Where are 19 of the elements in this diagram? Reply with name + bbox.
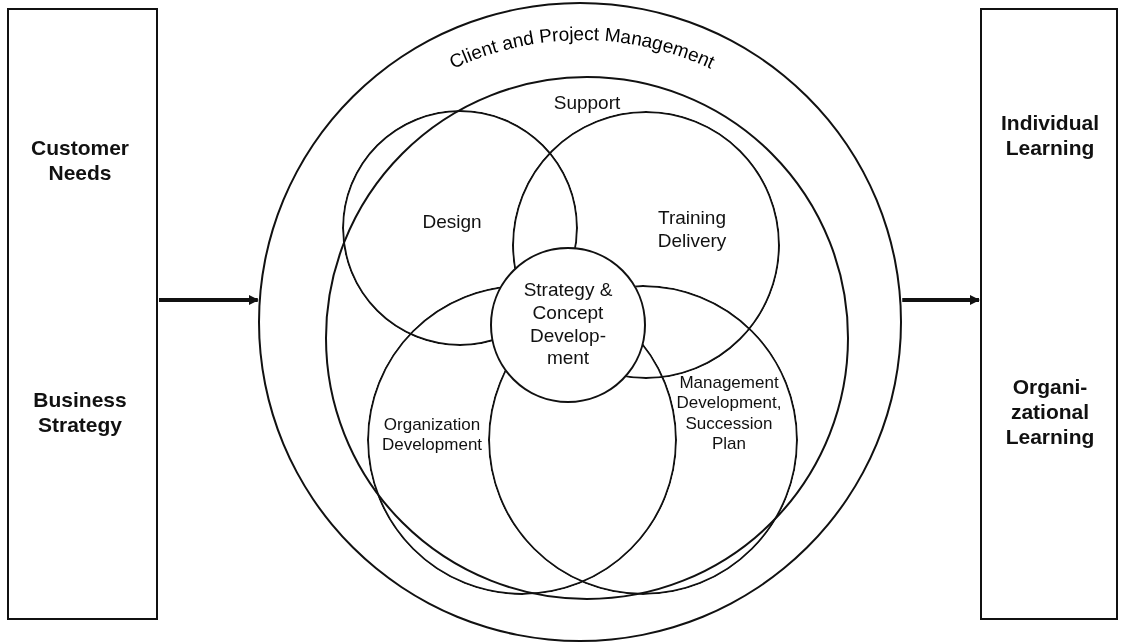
- arrow: [902, 295, 980, 305]
- inner-circle: [325, 76, 849, 600]
- circle-label: Organization Development: [380, 414, 484, 456]
- venn-circle: [488, 285, 798, 595]
- venn-circle: [367, 285, 677, 595]
- input-panel: [7, 8, 158, 620]
- circle-label: Management Development, Succession Plan: [675, 373, 783, 455]
- output-panel: [980, 8, 1118, 620]
- circle-label: Design: [421, 210, 483, 234]
- panel-label: Business Strategy: [32, 386, 128, 438]
- outer-circle: [258, 2, 902, 642]
- circle-label: Training Delivery: [656, 207, 728, 253]
- panel-label: Organi- zational Learning: [1005, 374, 1095, 450]
- panel-label: Individual Learning: [1000, 109, 1100, 161]
- circle-label: Support: [552, 91, 622, 115]
- circle-label: Strategy & Concept Develop- ment: [522, 279, 614, 371]
- arrow: [159, 295, 259, 305]
- panel-label: Customer Needs: [30, 134, 130, 186]
- center-circle: [490, 247, 646, 403]
